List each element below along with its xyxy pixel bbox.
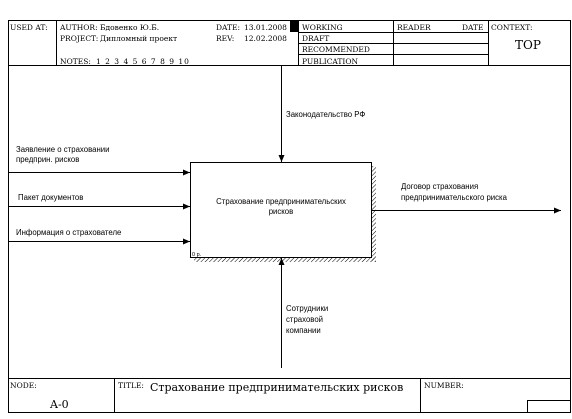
output-arrow[interactable]: Договор страхования предпринимательского… <box>372 182 561 214</box>
context-label: CONTEXT: <box>491 23 533 32</box>
author-value: Бдовенко Ю.Б. <box>100 23 159 32</box>
project-value: Дипломный проект <box>100 34 177 43</box>
number-label: NUMBER: <box>424 381 464 390</box>
input1-label-line1: Заявление о страховании <box>16 145 109 154</box>
notes-value: 1 2 3 4 5 6 7 8 9 10 <box>96 57 190 66</box>
diagram-title: Страхование предпринимательских рисков <box>150 381 403 394</box>
working-status-marker <box>290 21 298 32</box>
used-at-label: USED AT: <box>10 23 48 32</box>
activity-box[interactable] <box>190 162 372 258</box>
status-recommended: RECOMMENDED <box>302 45 370 54</box>
header-block: USED AT: AUTHOR: Бдовенко Ю.Б. PROJECT: … <box>8 20 571 66</box>
mechanism-label-line2: страховой <box>286 315 323 324</box>
output-label-line1: Договор страхования <box>401 182 478 191</box>
status-publication: PUBLICATION <box>302 57 359 66</box>
input-arrow-application[interactable]: Заявление о страховании предприн. рисков <box>8 145 190 176</box>
activity-number: 0 р. <box>192 252 202 258</box>
outer-frame <box>8 20 571 413</box>
date-label: DATE: <box>216 23 240 32</box>
author-label: AUTHOR: <box>59 23 98 32</box>
mechanism-arrow[interactable]: Сотрудники страховой компании <box>278 258 329 368</box>
mechanism-label-line3: компании <box>286 326 321 335</box>
activity-box-shadow-bottom <box>194 258 376 262</box>
footer-number-box <box>527 400 571 413</box>
activity-label-line2: рисков <box>269 207 294 216</box>
date-value: 13.01.2008 <box>244 23 287 32</box>
mechanism-label-line1: Сотрудники <box>286 304 328 313</box>
rev-label: REV: <box>216 34 234 43</box>
footer-block: NODE: A-0 TITLE: Страхование предпринима… <box>8 378 571 413</box>
node-label: NODE: <box>10 381 37 390</box>
reader-date-label: DATE <box>462 23 484 32</box>
reader-label: READER <box>397 23 431 32</box>
rev-value: 12.02.2008 <box>244 34 287 43</box>
notes-label: NOTES: <box>60 57 91 66</box>
activity-box-shadow-right <box>372 166 376 262</box>
status-draft: DRAFT <box>302 34 329 43</box>
output-label-line2: предпринимательского риска <box>401 193 508 202</box>
input3-label: Информация о страхователе <box>16 228 121 237</box>
input2-label: Пакет документов <box>18 193 83 202</box>
input1-label-line2: предприн. рисков <box>16 155 79 164</box>
project-label: PROJECT: <box>60 34 98 43</box>
input-arrow-documents[interactable]: Пакет документов <box>8 193 190 210</box>
control-label: Законодательство РФ <box>286 110 365 119</box>
input-arrow-insured-info[interactable]: Информация о страхователе <box>8 228 190 245</box>
activity-label-line1: Страхование предпринимательских <box>216 197 346 206</box>
title-label: TITLE: <box>118 381 144 390</box>
control-arrow[interactable]: Законодательство РФ <box>278 66 366 162</box>
status-working: WORKING <box>302 23 343 32</box>
context-value: TOP <box>515 38 541 52</box>
node-value: A-0 <box>49 398 69 411</box>
activity-a0[interactable]: Страхование предпринимательских рисков 0… <box>190 162 377 263</box>
